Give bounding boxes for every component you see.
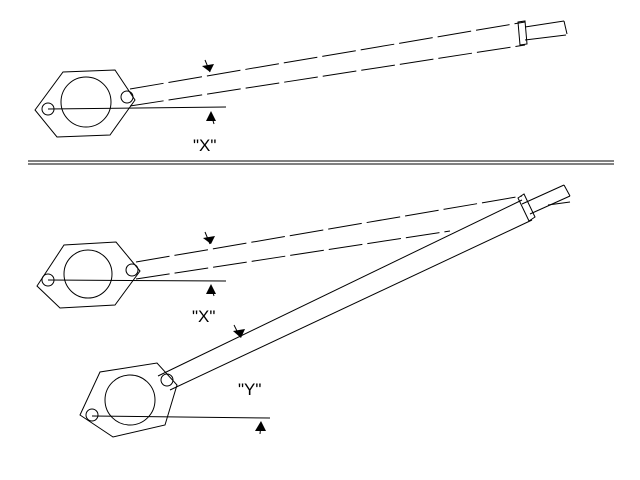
bottom-upper-dimension-arrow-upper [203, 236, 215, 244]
top-dimension-arrow-lower [206, 111, 216, 121]
top-boss-circle [60, 76, 112, 128]
bottom-rod-tip-stub [547, 201, 571, 206]
bottom-upper-pivot-hole-right [125, 263, 139, 277]
top-rod-tip-end [563, 20, 568, 35]
bottom-upper-reference-line [47, 279, 227, 282]
top-reference-line [47, 106, 227, 110]
bottom-rod-end-cap [517, 193, 536, 222]
top-rod-end-cap [517, 20, 528, 46]
bottom-lower-dimension-arrow-upper [233, 329, 245, 338]
top-rod-lower-edge [129, 44, 526, 107]
bottom-lower-boss-circle [104, 374, 156, 426]
bottom-rod-tip-upper [521, 184, 565, 205]
panel-separator [28, 160, 614, 165]
bottom-upper-rod-upper-edge [135, 195, 523, 263]
bottom-lower-pivot-hole-left [85, 408, 99, 422]
bottom-lower-dimension-arrow-lower [255, 421, 266, 431]
bottom-lower-hex-plate [79, 362, 178, 438]
top-rod-tip-upper [524, 20, 565, 28]
top-hex-plate [34, 69, 136, 138]
bottom-lower-rod-lower-edge [169, 219, 533, 391]
top-pivot-hole-right [120, 90, 134, 104]
bottom-upper-rod-lower-edge [135, 230, 451, 280]
top-dimension-arrow-upper [202, 64, 214, 72]
bottom-label-x: "X" [192, 307, 215, 326]
bottom-panel: "X" "Y" [36, 184, 571, 438]
bottom-upper-dimension-arrow-lower [206, 284, 216, 294]
top-label-x: "X" [193, 136, 216, 155]
bottom-label-y: "Y" [238, 380, 261, 399]
bottom-lower-rod-upper-edge [157, 199, 523, 377]
bottom-upper-hex-plate [36, 241, 141, 309]
bottom-upper-boss-circle [63, 249, 113, 299]
bottom-rod-tip-end [563, 184, 571, 197]
top-rod-upper-edge [129, 21, 526, 90]
top-panel: "X" [34, 20, 568, 155]
bottom-lower-pivot-hole-right [160, 373, 174, 387]
bottom-lower-reference-line [91, 415, 271, 419]
top-rod-tip-lower [524, 34, 567, 41]
